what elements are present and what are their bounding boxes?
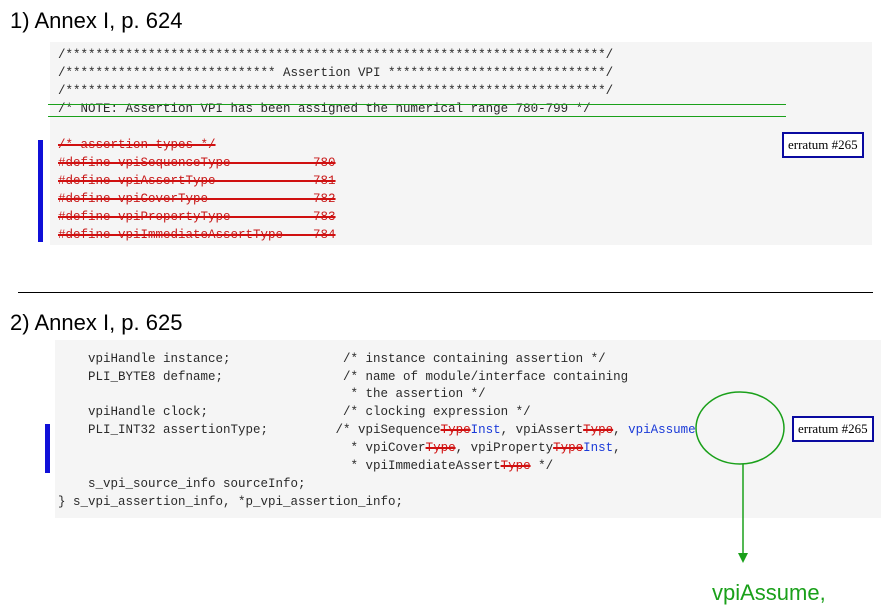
- code-line: vpiHandle clock; /* clocking expression …: [58, 405, 531, 419]
- code-line: * the assertion */: [58, 387, 486, 401]
- code-line: * vpiImmediateAssertType */: [58, 459, 554, 473]
- deleted-text: Type: [583, 423, 614, 437]
- code-text: ,: [613, 423, 629, 437]
- code-text: PLI_INT32 assertionType; /* vpiSequence: [58, 423, 441, 437]
- code-text: * vpiCover: [58, 441, 426, 455]
- code-text: * vpiImmediateAssert: [58, 459, 501, 473]
- struck-code-line: #define vpiSequenceType 780: [58, 156, 336, 170]
- code-line: * vpiCoverType, vpiPropertyTypeInst,: [58, 441, 621, 455]
- code-line-note: /* NOTE: Assertion VPI has been assigned…: [58, 102, 591, 116]
- code-panel-1: [50, 42, 872, 245]
- code-text: , vpiAssert: [500, 423, 584, 437]
- code-line: /***************************************…: [58, 84, 614, 98]
- note-strike-line-top: [48, 104, 786, 105]
- struck-code-line: #define vpiAssertType 781: [58, 174, 336, 188]
- deleted-text: Type: [425, 441, 456, 455]
- code-line: PLI_BYTE8 defname; /* name of module/int…: [58, 370, 629, 384]
- inserted-text: Inst: [583, 441, 614, 455]
- callout-label: vpiAssume,: [712, 580, 826, 605]
- change-bar-1: [38, 140, 43, 242]
- code-block-1: /***************************************…: [0, 0, 889, 242]
- code-line-assertion-type: PLI_INT32 assertionType; /* vpiSequenceT…: [58, 423, 696, 437]
- erratum-badge-2: erratum #265: [792, 416, 874, 442]
- code-line: } s_vpi_assertion_info, *p_vpi_assertion…: [58, 495, 404, 509]
- code-line: vpiHandle instance; /* instance containi…: [58, 352, 606, 366]
- section-divider: [18, 292, 873, 293]
- struck-code-line: #define vpiCoverType 782: [58, 192, 336, 206]
- erratum-badge-1: erratum #265: [782, 132, 864, 158]
- code-text: */: [530, 459, 554, 473]
- deleted-text: Type: [553, 441, 584, 455]
- inserted-text: Inst: [470, 423, 501, 437]
- code-text: ,: [613, 441, 621, 455]
- deleted-text: Type: [440, 423, 471, 437]
- change-bar-2: [45, 424, 50, 473]
- struck-code-line: #define vpiPropertyType 783: [58, 210, 336, 224]
- code-line: /***************************************…: [58, 48, 614, 62]
- note-strike-line-bottom: [48, 116, 786, 117]
- code-block-2: vpiHandle instance; /* instance containi…: [0, 154, 889, 509]
- section1-heading: 1) Annex I, p. 624: [10, 8, 183, 33]
- code-text: , vpiProperty: [455, 441, 554, 455]
- deleted-text: Type: [500, 459, 531, 473]
- struck-code-line: /* assertion types */: [58, 138, 216, 152]
- code-line: s_vpi_source_info sourceInfo;: [58, 477, 306, 491]
- inserted-vpiassume: vpiAssume: [628, 423, 696, 437]
- code-line: /**************************** Assertion …: [58, 66, 614, 80]
- callout-arrowhead: [738, 553, 748, 563]
- section2-heading: 2) Annex I, p. 625: [10, 310, 183, 335]
- struck-code-line: #define vpiImmediateAssertType 784: [58, 228, 336, 242]
